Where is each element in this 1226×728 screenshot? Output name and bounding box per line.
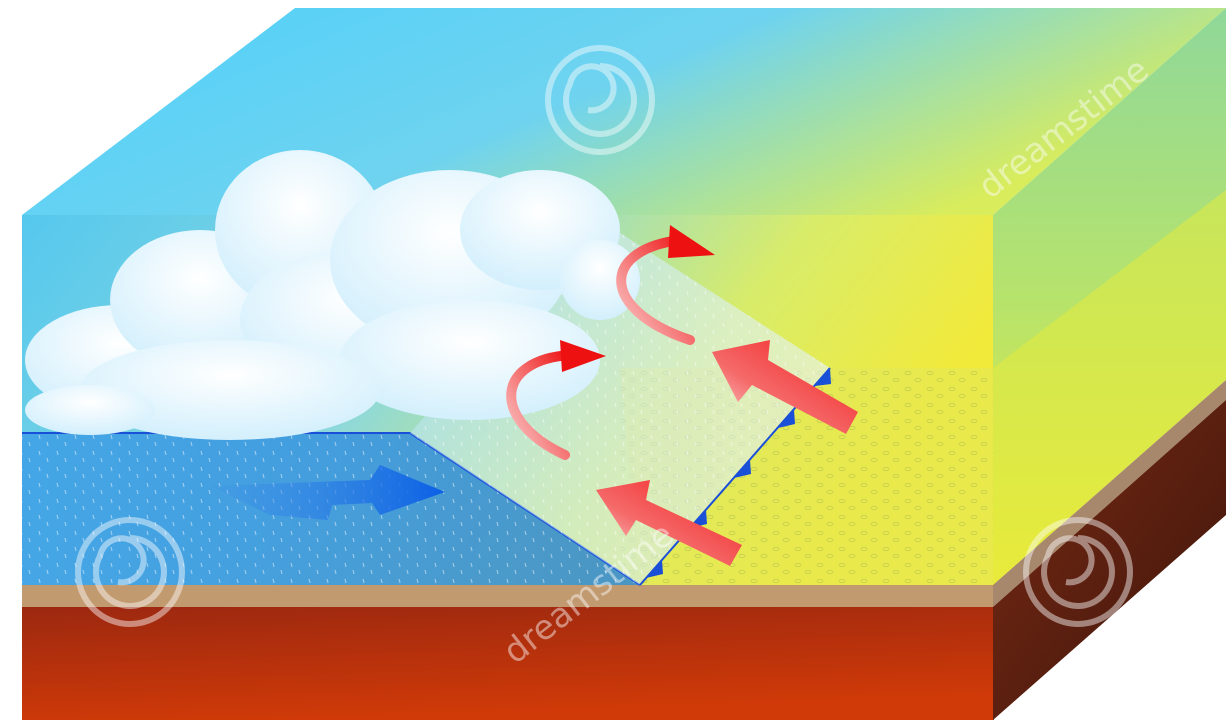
ground-front-face [22, 607, 994, 720]
